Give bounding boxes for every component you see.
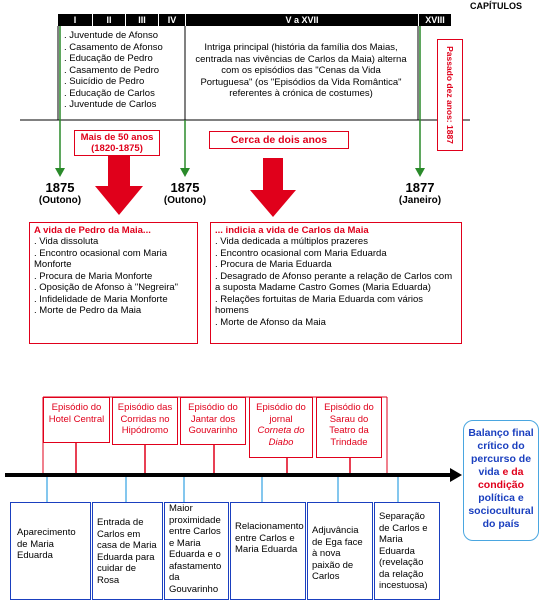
episode-5-text: Episódio do Sarau do Teatro da Trindade (324, 402, 374, 448)
balance-text-blue-1: Balanço final crítico do percurso de vid… (468, 427, 534, 478)
blue-event-1-text: Aparecimento de Maria Eduarda (17, 527, 76, 561)
episode-4-text: Episódio do jornal (256, 402, 306, 425)
carlos-box: ... indicia a vida de Carlos da Maia . V… (210, 222, 462, 344)
date-3: 1877 (Janeiro) (390, 180, 450, 206)
date-2-season: (Outono) (163, 195, 207, 206)
episode-4-italic: Corneta do Diabo (257, 425, 305, 448)
carlos-title: ... indicia a vida de Carlos da Maia (215, 225, 369, 236)
date-1: 1875 (Outono) (30, 180, 90, 206)
left-event-item: . Educação de Pedro (64, 53, 153, 64)
capitulos-label: CAPÍTULOS (470, 1, 523, 11)
episode-1-text: Episódio do Hotel Central (48, 402, 105, 425)
blue-event-box-2: Entrada de Carlos em casa de Maria Eduar… (92, 502, 163, 600)
blue-event-box-4: Relacionamento entre Carlos e Maria Edua… (230, 502, 306, 600)
left-event-item: . Educação de Carlos (64, 87, 155, 99)
blue-event-box-5: Adjuvância de Ega face à nova paixão de … (307, 502, 373, 600)
date-1-year: 1875 (45, 180, 75, 195)
episode-2-text: Episódio das Corridas no Hipódromo (117, 402, 173, 436)
date-3-season: (Janeiro) (398, 195, 442, 206)
balance-text-blue-2: política e sociocultural do país (468, 492, 534, 530)
left-event-item: . Juventude de Carlos (64, 99, 157, 110)
carlos-item: . Morte de Afonso da Maia (215, 316, 326, 328)
episode-box-2: Episódio das Corridas no Hipódromo (112, 397, 178, 445)
chapter-cell-i: I (58, 14, 92, 26)
carlos-item: . Desagrado de Afonso perante a relação … (215, 270, 453, 294)
period-box-1: Mais de 50 anos (1820-1875) (74, 130, 160, 156)
carlos-item: . Relações fortuitas de Maria Eduarda co… (215, 293, 424, 317)
pedro-item: . Vida dissoluta (34, 236, 99, 247)
intrigue-text: Intriga principal (história da família d… (195, 42, 407, 99)
blue-event-box-6: Separação de Carlos e Maria Eduarda (rev… (374, 502, 440, 600)
blue-event-6-text: Separação de Carlos e Maria Eduarda (rev… (379, 511, 428, 591)
blue-event-5-text: Adjuvância de Ega face à nova paixão de … (312, 525, 363, 582)
red-arrow-2 (250, 158, 296, 217)
carlos-item: . Encontro ocasional com Maria Eduarda (215, 247, 387, 259)
chapter-cell-v-xvii: V a XVII (186, 14, 418, 26)
left-event-item: . Suicídio de Pedro (64, 76, 145, 87)
blue-event-4-text: Relacionamento entre Carlos e Maria Edua… (235, 521, 304, 555)
balance-box: Balanço final crítico do percurso de vid… (463, 420, 539, 541)
period-box-2: Cerca de dois anos (209, 131, 349, 149)
pedro-title: A vida de Pedro da Maia... (34, 225, 151, 236)
balance-text-red: e da condição (477, 466, 525, 491)
vertical-note-text: Passado dez anos: 1887 (445, 46, 455, 144)
pedro-item: . Morte de Pedro da Maia (34, 305, 142, 316)
left-event-item: . Juventude de Afonso (64, 30, 159, 41)
chapter-cell-iv: IV (159, 14, 185, 26)
carlos-item: . Procura de Maria Eduarda (215, 259, 332, 270)
chapter-cell-iii: III (126, 14, 158, 26)
episode-box-1: Episódio do Hotel Central (43, 397, 110, 443)
pedro-item: . Oposição de Afonso à "Negreira" (34, 282, 179, 293)
blue-event-box-3: Maior proximidade entre Carlos e Maria E… (164, 502, 229, 600)
carlos-item: . Vida dedicada a múltiplos prazeres (215, 236, 368, 247)
vertical-note-box: Passado dez anos: 1887 (437, 39, 463, 151)
date-1-season: (Outono) (38, 195, 82, 206)
date-2: 1875 (Outono) (155, 180, 215, 206)
left-event-item: . Casamento de Afonso (64, 41, 163, 53)
top-frame-lines (20, 26, 470, 217)
red-arrow-1 (95, 155, 143, 215)
left-events-list: . Juventude de Afonso . Casamento de Afo… (64, 30, 184, 111)
episode-box-3: Episódio do Jantar dos Gouvarinho (180, 397, 246, 445)
pedro-box: A vida de Pedro da Maia... . Vida dissol… (29, 222, 198, 344)
blue-event-3-text: Maior proximidade entre Carlos e Maria E… (169, 503, 222, 595)
blue-event-2-text: Entrada de Carlos em casa de Maria Eduar… (97, 517, 157, 586)
chapter-cell-ii: II (93, 14, 125, 26)
pedro-item: . Procura de Maria Monforte (34, 270, 153, 282)
date-3-year: 1877 (405, 180, 435, 195)
date-2-year: 1875 (170, 180, 200, 195)
episode-box-5: Episódio do Sarau do Teatro da Trindade (316, 397, 382, 458)
chapter-cell-xviii: XVIII (419, 14, 451, 26)
episode-3-text: Episódio do Jantar dos Gouvarinho (188, 402, 238, 436)
pedro-item: . Encontro ocasional com Maria Monforte (34, 247, 168, 271)
pedro-item: . Infidelidade de Maria Monforte (34, 293, 168, 305)
left-event-item: . Casamento de Pedro (64, 64, 160, 76)
episode-box-4: Episódio do jornal Corneta do Diabo (249, 397, 313, 458)
carlos-list: . Vida dedicada a múltiplos prazeres . E… (215, 236, 457, 328)
pedro-list: . Vida dissoluta . Encontro ocasional co… (34, 236, 193, 317)
blue-event-box-1: Aparecimento de Maria Eduarda (10, 502, 91, 600)
